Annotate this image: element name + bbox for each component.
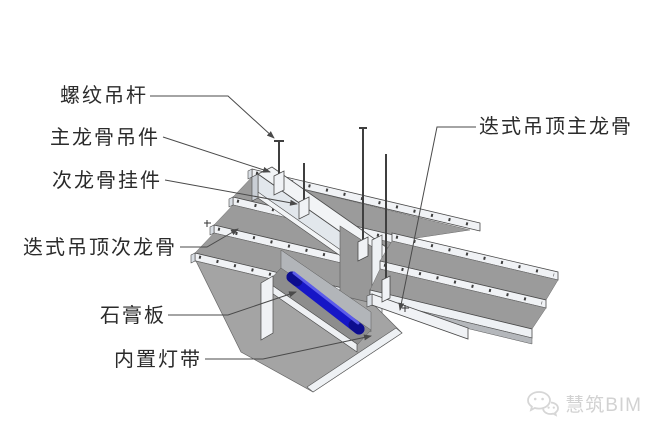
leader-line-main-keel-hanger — [162, 136, 271, 173]
led-light-strip-end — [286, 271, 303, 287]
keel-end-cap — [228, 196, 234, 208]
leader-line-secondary-keel — [180, 228, 239, 248]
leader-line-secondary-keel-clip — [164, 179, 298, 206]
leader-line-light-strip — [205, 334, 372, 360]
wechat-eye — [541, 397, 545, 401]
keel-clip-ticks — [236, 199, 407, 244]
wechat-eye — [534, 397, 537, 401]
led-light-strip — [286, 271, 365, 335]
main-keel-hanger-bracket — [273, 170, 285, 196]
led-light-strip-highlight — [292, 271, 360, 325]
light-trough — [195, 249, 403, 393]
label-built-in-light-strip: 内置灯带 — [114, 348, 202, 371]
leader-line-lower-main-keel — [398, 126, 476, 311]
callout-labels: 螺纹吊杆 主龙骨吊件 次龙骨挂件 迭式吊顶次龙骨 石膏板 内置灯带 迭式吊顶主龙… — [23, 84, 633, 371]
label-gypsum-board: 石膏板 — [100, 304, 166, 327]
wechat-eye — [552, 406, 556, 409]
label-secondary-keel-clip: 次龙骨挂件 — [52, 169, 162, 192]
wechat-big-bubble — [527, 391, 552, 412]
keel-end-cap — [247, 168, 253, 180]
wechat-eye — [547, 406, 550, 409]
main-keel-end-cap — [251, 173, 259, 202]
hanger-rods — [204, 127, 409, 312]
led-light-strip-end — [348, 319, 365, 335]
label-stacked-ceiling-secondary-keel: 迭式吊顶次龙骨 — [23, 236, 177, 259]
fascia-bottom-edge — [306, 327, 403, 393]
trough-end-plate — [260, 275, 274, 341]
leader-line-threaded-rod — [150, 95, 275, 139]
lower-ceiling-tier — [366, 232, 559, 345]
secondary-keel-clip-bracket — [298, 196, 310, 220]
keel-end-cap — [209, 224, 215, 236]
leader-line-gypsum-board — [168, 291, 297, 316]
main-keel-hanger-bracket — [357, 236, 369, 262]
label-main-keel-hanger: 主龙骨吊件 — [50, 126, 160, 149]
keel-end-cap — [366, 293, 373, 308]
main-keel-hanger-bracket — [381, 275, 391, 303]
wechat-small-bubble — [542, 401, 560, 417]
trough-far-wall — [280, 249, 372, 333]
keel-end-cap — [190, 252, 196, 264]
watermark: 慧筑BIM — [526, 389, 642, 417]
label-stacked-ceiling-main-keel: 迭式吊顶主龙骨 — [479, 115, 633, 138]
wechat-icon — [527, 391, 560, 417]
label-threaded-hanger-rod: 螺纹吊杆 — [60, 84, 148, 107]
watermark-text: 慧筑BIM — [565, 394, 642, 416]
leader-lines — [150, 95, 476, 360]
screw-mark — [204, 220, 211, 227]
